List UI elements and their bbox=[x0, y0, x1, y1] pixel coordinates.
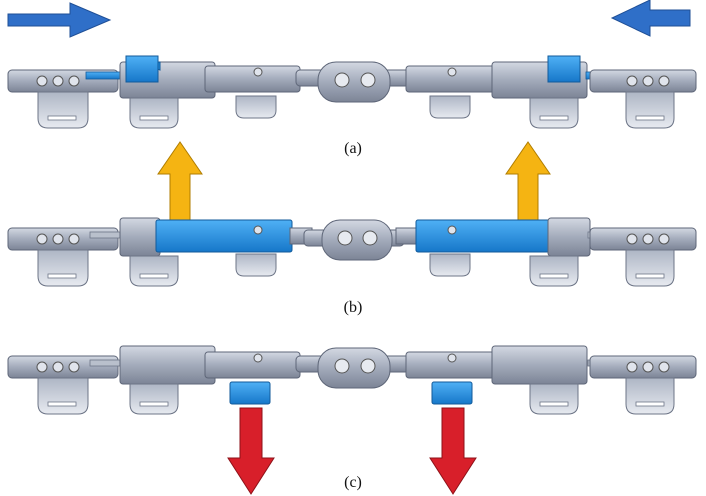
panel-b-label: (b) bbox=[344, 299, 363, 316]
rail-assembly-c bbox=[7, 345, 697, 415]
drop-arrow-left bbox=[227, 407, 275, 495]
lift-arrow-left bbox=[157, 141, 203, 231]
lift-arrow-right bbox=[505, 141, 551, 231]
panel-a: (a) bbox=[7, 0, 697, 157]
push-arrow-left bbox=[7, 2, 112, 38]
panel-b: (b) bbox=[7, 141, 697, 316]
rail-assembly-b bbox=[7, 217, 697, 287]
drop-arrow-right bbox=[429, 407, 477, 495]
rail-assembly-a bbox=[7, 55, 697, 129]
panel-c-label: (c) bbox=[344, 474, 362, 491]
panel-a-label: (a) bbox=[344, 140, 362, 157]
panel-c: (c) bbox=[7, 345, 697, 495]
push-arrow-right bbox=[610, 0, 691, 37]
